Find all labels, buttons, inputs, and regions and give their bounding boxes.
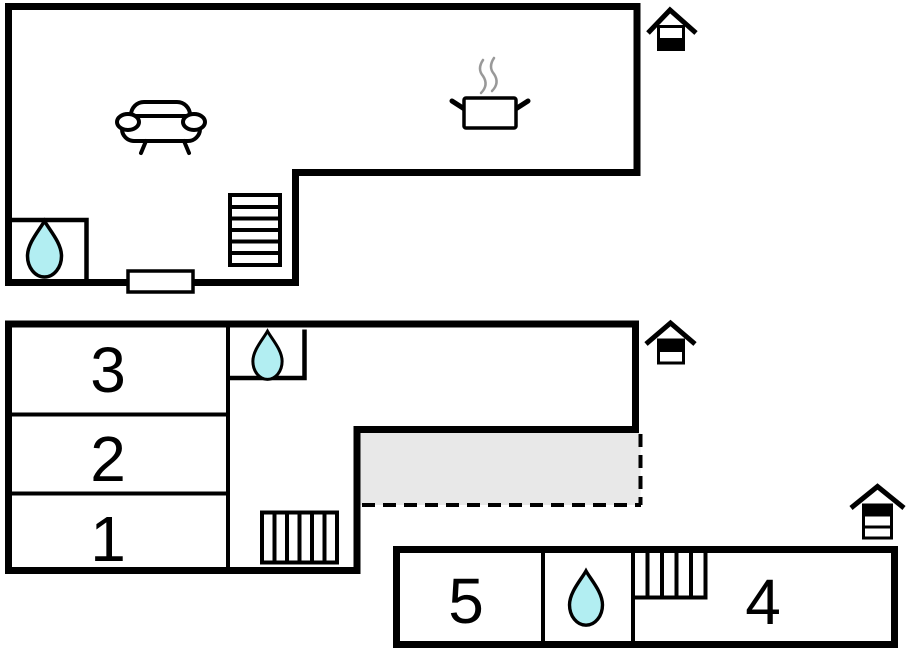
first-floor-outline-wall — [5, 320, 639, 574]
house-roof — [849, 483, 906, 510]
room-label-3: 3 — [90, 334, 126, 406]
sofa-armrest-right — [181, 112, 207, 132]
first-floor-plan: 3 2 1 — [5, 319, 697, 575]
room-label-5: 5 — [448, 565, 484, 637]
ground-floor-plan — [5, 3, 698, 294]
steam-icon — [478, 56, 498, 95]
house-roof — [646, 6, 698, 35]
sofa-armrest-left — [115, 112, 141, 132]
room-label-2: 2 — [90, 423, 126, 495]
room-label-4: 4 — [745, 566, 781, 638]
steam-line-right — [489, 56, 498, 93]
stairs-icon — [633, 551, 708, 600]
window-icon — [126, 269, 195, 294]
steam-line-left — [478, 58, 487, 95]
house-highlighted-level — [657, 338, 685, 352]
stairs-outline — [633, 551, 708, 600]
stairs-treads — [645, 551, 693, 596]
house-roof — [644, 319, 697, 346]
ground-floor-outline-wall — [5, 3, 641, 286]
house-level-icon-first — [644, 319, 697, 365]
sofa-legs — [139, 139, 191, 155]
annex-floor-plan: 5 4 — [393, 483, 906, 648]
sofa-icon — [115, 100, 207, 155]
room-label-1: 1 — [90, 503, 126, 575]
house-level-icon-ground — [646, 6, 698, 51]
stairs-treads — [272, 512, 327, 563]
bathroom-wall — [230, 329, 307, 381]
stairs-treads — [230, 205, 280, 255]
stairs-icon — [260, 510, 339, 565]
bathroom-wall — [11, 217, 89, 280]
cooking-pot-icon — [449, 56, 531, 130]
pot-body — [462, 96, 518, 130]
bedroom-divider-walls — [12, 412, 228, 496]
house-highlighted-level — [862, 503, 893, 517]
house-highlighted-level — [657, 38, 685, 51]
terrace-area — [360, 433, 641, 505]
house-level-icon-annex — [849, 483, 906, 540]
stairs-icon — [228, 193, 282, 267]
